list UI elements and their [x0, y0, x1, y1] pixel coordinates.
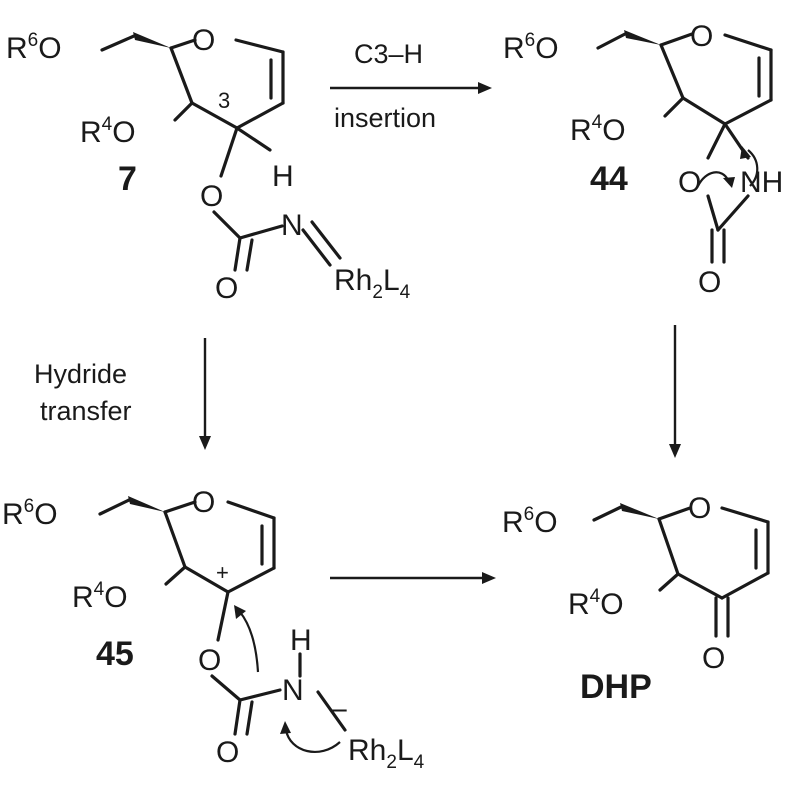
nh-group: NH: [740, 166, 783, 199]
ring-oxygen: O: [192, 486, 215, 519]
compound-dhp: O R6O R4O O DHP: [502, 492, 770, 706]
compound-45: O R6O R4O + O H N – O Rh2L4 45: [2, 486, 425, 773]
condition-c3h: C3–H: [354, 39, 423, 69]
carbonyl-oxygen: O: [216, 736, 239, 769]
compound-7: O R6O R4O 3 H O N O Rh2L4 7: [6, 24, 411, 305]
ester-oxygen: O: [198, 644, 221, 677]
ring-oxygen: O: [690, 20, 713, 53]
r4-group: R4O: [570, 112, 626, 147]
arrow-insertion: C3–H insertion: [330, 39, 492, 133]
rhodium-catalyst: Rh2L4: [334, 264, 411, 303]
condition-transfer: transfer: [40, 396, 132, 426]
hydrogen: H: [272, 160, 294, 193]
r4-group: R4O: [72, 579, 128, 614]
r6-group: R6O: [502, 504, 558, 539]
r6-group: R6O: [6, 30, 62, 65]
nitrogen: N: [281, 209, 303, 242]
ring-oxygen: O: [192, 24, 215, 57]
anionic-charge: –: [330, 692, 347, 725]
condition-hydride: Hydride: [34, 359, 127, 389]
position-label: 3: [218, 88, 230, 113]
compound-44: O R6O R4O O NH O 44: [503, 20, 783, 299]
ring-oxygen: O: [688, 492, 711, 525]
carbonyl-oxygen: O: [215, 272, 238, 305]
compound-label: 7: [118, 160, 137, 198]
r6-group: R6O: [2, 496, 58, 531]
arrow-right-vertical: [669, 325, 681, 458]
r4-group: R4O: [80, 114, 136, 149]
nitrogen: N: [282, 674, 304, 707]
carbocation-charge: +: [216, 560, 229, 585]
arrow-hydride-transfer: Hydride transfer: [34, 338, 211, 450]
compound-label: 44: [590, 160, 628, 198]
compound-label: 45: [96, 635, 134, 673]
ester-oxygen: O: [200, 180, 223, 213]
r6-group: R6O: [503, 30, 559, 65]
r4-group: R4O: [568, 586, 624, 621]
lactone-oxygen: O: [678, 166, 701, 199]
hydrogen: H: [290, 624, 312, 657]
compound-label: DHP: [580, 668, 652, 706]
rhodium-catalyst: Rh2L4: [348, 734, 425, 773]
carbonyl-oxygen: O: [698, 266, 721, 299]
ketone-oxygen: O: [702, 642, 725, 675]
condition-insertion: insertion: [334, 103, 436, 133]
arrow-bottom-horizontal: [330, 572, 496, 584]
